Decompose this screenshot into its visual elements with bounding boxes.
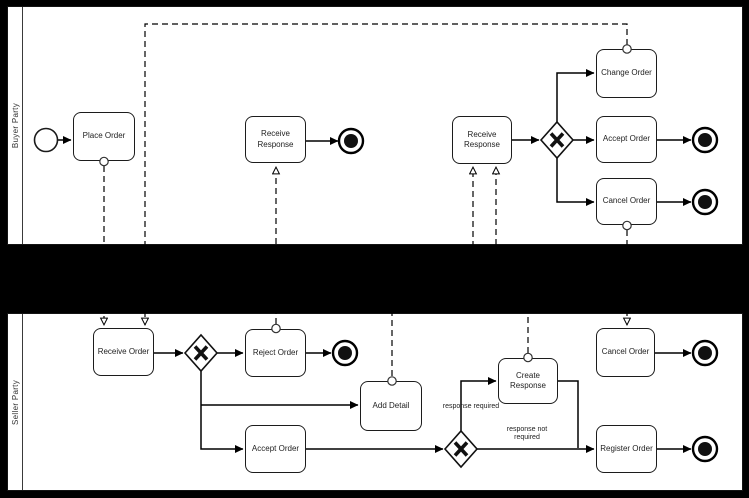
label-response-required: response required <box>442 403 500 410</box>
pool-buyer-label: Buyer Party <box>10 102 20 149</box>
task-create-response: Create Response <box>498 358 558 404</box>
task-accept-order-seller: Accept Order <box>245 425 306 473</box>
task-add-detail: Add Detail <box>360 381 422 431</box>
pool-seller-label: Seller Party <box>10 379 20 425</box>
task-receive-response-right: Receive Response <box>452 116 512 164</box>
task-accept-order-buyer: Accept Order <box>596 116 657 163</box>
pool-seller-label-lane: Seller Party <box>8 314 23 490</box>
pool-buyer-label-lane: Buyer Party <box>8 7 23 244</box>
task-reject-order: Reject Order <box>245 329 306 377</box>
task-register-order: Register Order <box>596 425 657 473</box>
task-receive-order: Receive Order <box>93 328 154 376</box>
task-cancel-order-seller: Cancel Order <box>596 328 655 377</box>
task-cancel-order-buyer: Cancel Order <box>596 178 657 225</box>
task-receive-response-left: Receive Response <box>245 116 306 163</box>
task-place-order: Place Order <box>73 112 135 161</box>
label-response-not-required: response not required <box>506 426 548 442</box>
task-change-order: Change Order <box>596 49 657 98</box>
